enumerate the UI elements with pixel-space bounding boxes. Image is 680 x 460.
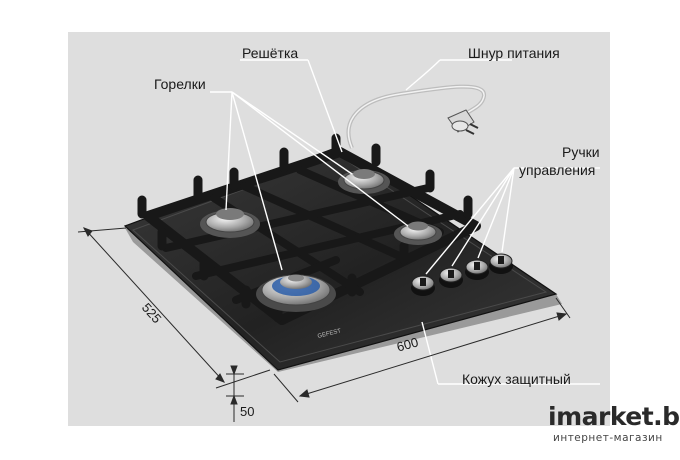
label-power-cord: Шнур питания (468, 45, 560, 61)
power-plug-icon (447, 109, 479, 135)
leader-lines (210, 59, 600, 385)
label-shield: Кожух защитный (462, 371, 571, 387)
burner-front-right (394, 221, 442, 245)
label-grate: Решётка (242, 45, 299, 61)
label-controls-line2: управления (519, 162, 596, 178)
power-cord (346, 84, 486, 149)
control-knob-2[interactable] (439, 267, 463, 288)
control-knob-1[interactable] (411, 275, 435, 296)
burner-front-left-wok (256, 274, 336, 312)
label-burners: Горелки (154, 76, 206, 92)
control-knob-3[interactable] (465, 259, 489, 280)
label-controls-line1: Ручки (562, 144, 600, 160)
dimension-lines (77, 227, 571, 422)
watermark-logo: imarket.by (548, 402, 680, 431)
control-knob-4[interactable] (489, 253, 513, 274)
hob-brand-text: GEFEST (317, 328, 342, 340)
dimension-height-label: 50 (240, 404, 255, 419)
watermark-tagline: интернет-магазин (553, 432, 663, 444)
burner-back-left (200, 208, 260, 238)
